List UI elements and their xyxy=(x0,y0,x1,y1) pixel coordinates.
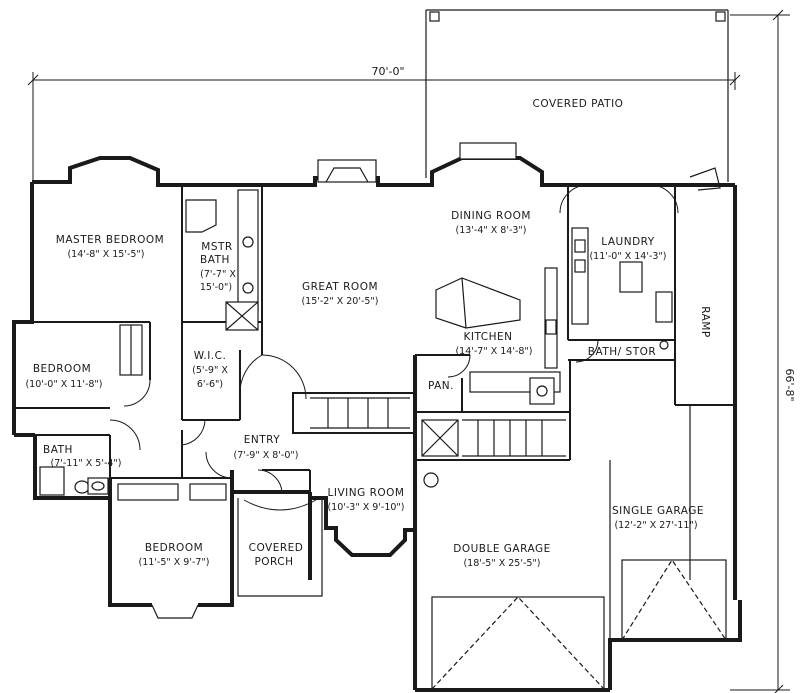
ramp-label: RAMP xyxy=(699,306,711,337)
living-room-label: LIVING ROOM xyxy=(328,487,405,499)
mstr-bath-size-line1: (7'-7" X xyxy=(200,269,236,280)
great-room-size: (15'-2" X 20'-5") xyxy=(301,296,378,307)
covered-patio-label: COVERED PATIO xyxy=(533,98,624,110)
fireplace xyxy=(317,159,377,183)
bath-stor-label: BATH/ STOR xyxy=(588,346,656,358)
entry-label: ENTRY xyxy=(244,434,281,446)
laundry-fixtures xyxy=(571,227,673,350)
bedroom1-label: BEDROOM xyxy=(33,363,91,375)
bath-fixtures xyxy=(39,466,109,496)
dining-bay xyxy=(459,142,517,160)
dimension-lines xyxy=(27,9,790,693)
kitchen-island xyxy=(435,277,521,329)
master-bath-fixtures xyxy=(185,189,259,331)
wic-label: W.I.C. xyxy=(194,350,227,362)
width-dimension-label: 70'-0" xyxy=(371,65,404,78)
dining-room-size: (13'-4" X 8'-3") xyxy=(456,225,527,236)
laundry-label: LAUNDRY xyxy=(601,236,655,248)
double-garage-label: DOUBLE GARAGE xyxy=(453,543,551,555)
covered-porch-label-line1: COVERED xyxy=(249,542,304,554)
entry-size: (7'-9" X 8'-0") xyxy=(234,450,299,461)
mstr-bath-label-line2: BATH xyxy=(200,254,230,266)
bedroom2-size: (11'-5" X 9'-7") xyxy=(139,557,210,568)
bedroom-closet xyxy=(119,324,143,376)
exterior-walls xyxy=(12,156,742,692)
kitchen-counter xyxy=(469,267,561,405)
master-bedroom-size: (14'-8" X 15'-5") xyxy=(67,249,144,260)
bedroom1-size: (10'-0" X 11'-8") xyxy=(25,379,102,390)
pantry-label: PAN. xyxy=(428,380,454,392)
garage-doors xyxy=(431,405,727,690)
wic-size-line2: 6'-6") xyxy=(197,379,223,390)
door-swings xyxy=(109,339,599,495)
stairs xyxy=(310,397,566,457)
single-garage-label: SINGLE GARAGE xyxy=(612,505,704,517)
master-bedroom-label: MASTER BEDROOM xyxy=(56,234,164,246)
dining-room-label: DINING ROOM xyxy=(451,210,531,222)
room-labels: COVERED PATIO MASTER BEDROOM (14'-8" X 1… xyxy=(25,98,711,569)
double-garage-size: (18'-5" X 25'-5") xyxy=(463,558,540,569)
laundry-size: (11'-0" X 14'-3") xyxy=(589,251,666,262)
interior-walls xyxy=(14,185,735,640)
living-room-size: (10'-3" X 9'-10") xyxy=(327,502,404,513)
wic-size-line1: (5'-9" X xyxy=(192,365,228,376)
bath-label: BATH xyxy=(43,444,73,456)
bedroom2-label: BEDROOM xyxy=(145,542,203,554)
porch-outline xyxy=(237,498,323,597)
covered-porch-label-line2: PORCH xyxy=(254,556,293,568)
single-garage-size: (12'-2" X 27'-11") xyxy=(614,520,697,531)
patio-door xyxy=(559,167,721,214)
depth-dimension-label: 66'-8" xyxy=(783,368,796,401)
bedroom2-closet xyxy=(117,483,227,501)
kitchen-label: KITCHEN xyxy=(464,331,513,343)
kitchen-size: (14'-7" X 14'-8") xyxy=(455,346,532,357)
bath-size: (7'-11" X 5'-4") xyxy=(51,458,122,469)
great-room-label: GREAT ROOM xyxy=(302,281,378,293)
mstr-bath-size-line2: 15'-0") xyxy=(200,282,232,293)
mstr-bath-label-line1: MSTR xyxy=(201,241,232,253)
covered-patio-outline xyxy=(425,9,729,182)
